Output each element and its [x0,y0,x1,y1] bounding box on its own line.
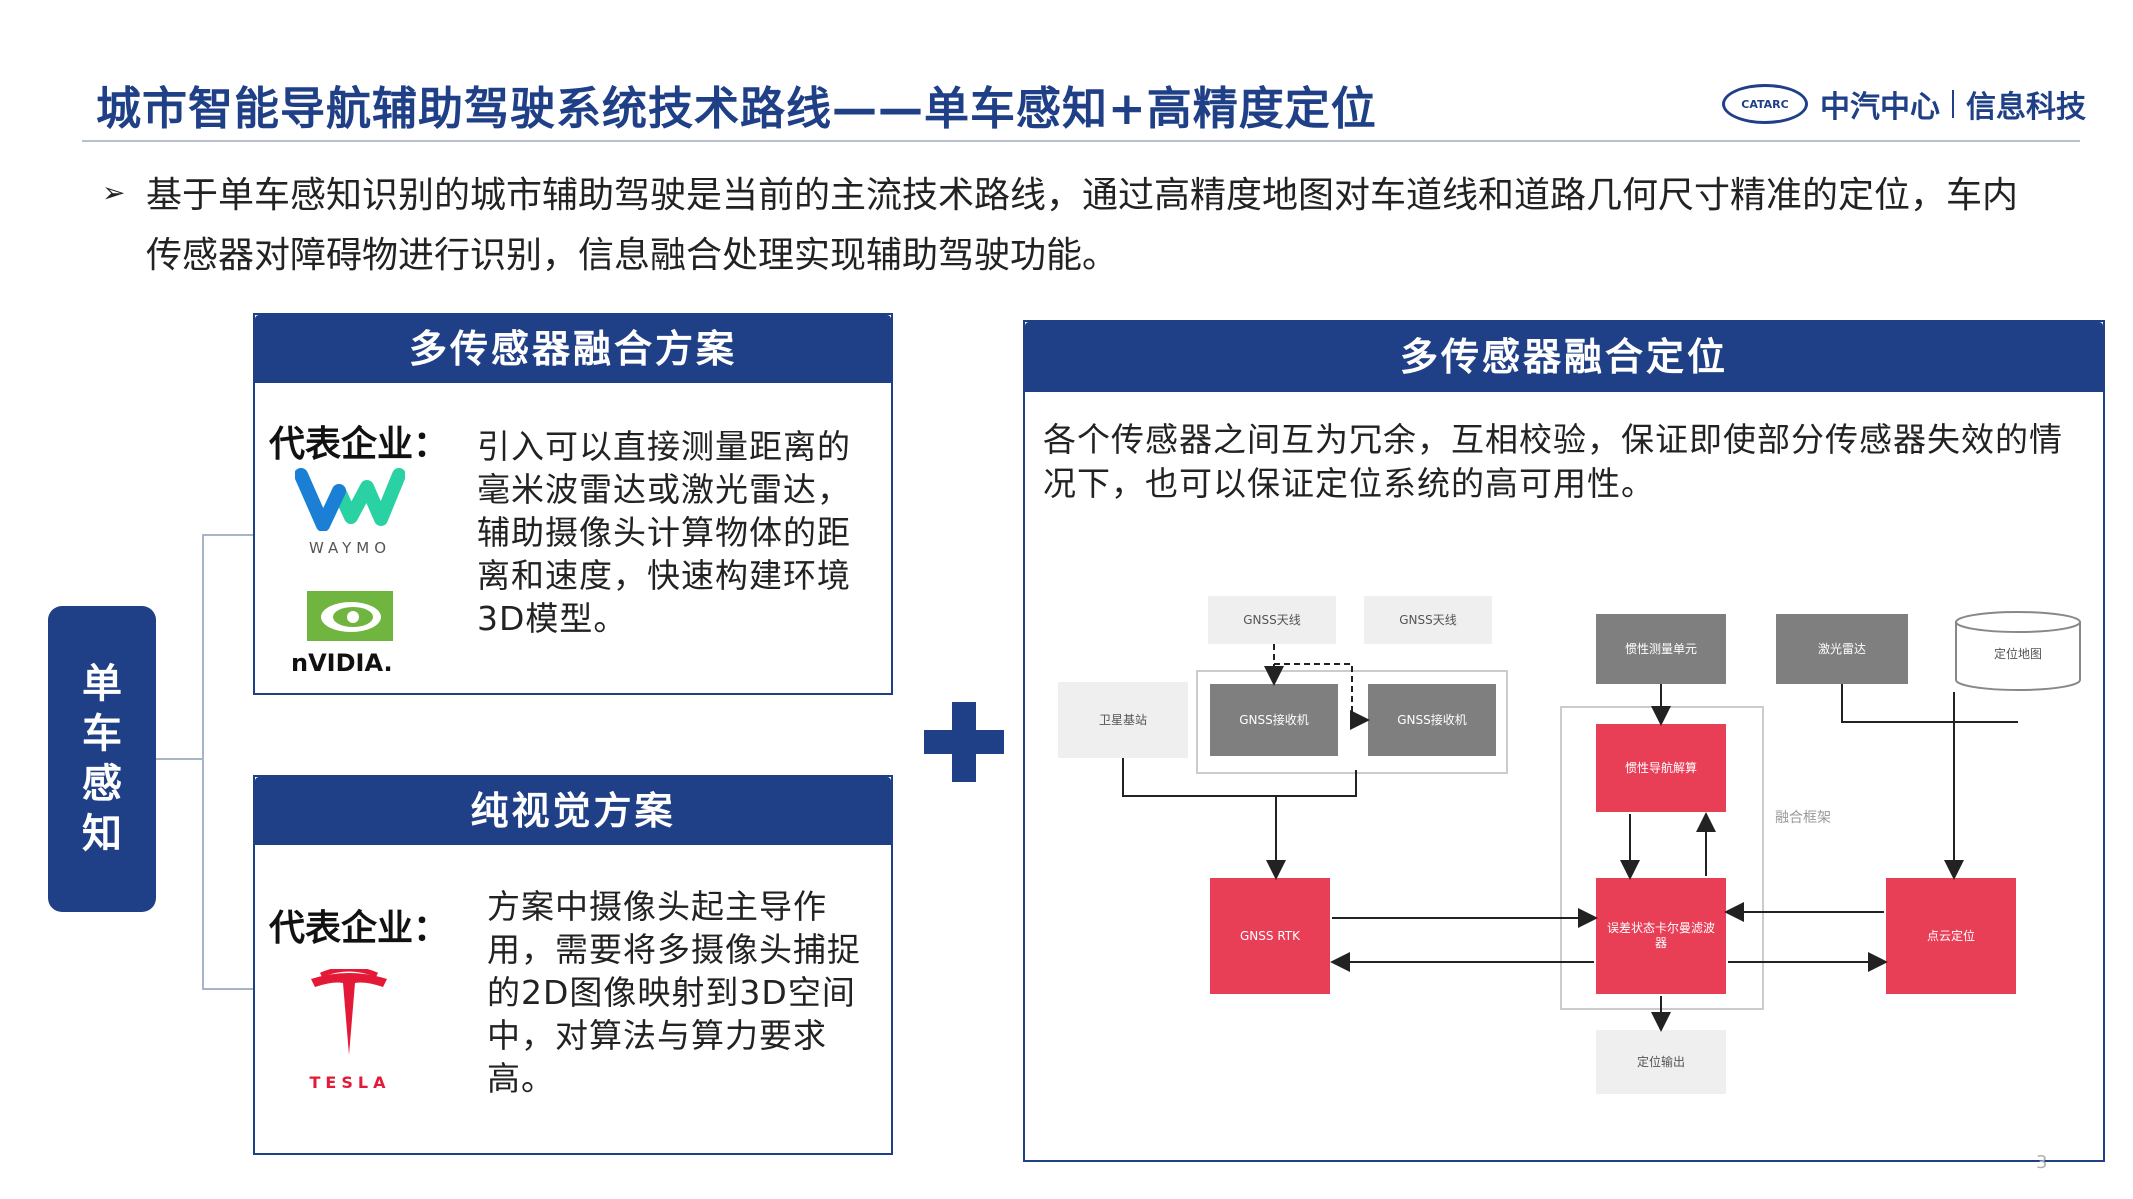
tesla-wordmark: TESLA [309,1073,391,1092]
imu-unit: 惯性测量单元 [1596,614,1726,684]
diagram-connectors [1122,644,2018,1032]
company-label: 代表企业： [269,424,450,465]
page-number: 3 [2036,1152,2048,1173]
waymo-w-icon [294,468,406,532]
catarc-logo-icon: CATARC [1722,84,1808,124]
company-label: 代表企业： [269,908,450,949]
nvidia-wordmark: nVIDIA. [291,649,393,677]
bracket-bottom [202,988,253,990]
lidar-unit: 激光雷达 [1776,614,1908,684]
nvidia-eye-icon [307,591,393,641]
logo-text-left: 中汽中心 [1820,90,1940,125]
fusion-frame-label: 融合框架 [1775,809,1831,826]
panel-title: 多传感器融合定位 [1025,322,2103,392]
side-label-char: 单 [82,661,122,707]
nvidia-logo: nVIDIA. [291,591,411,677]
title-divider [82,140,2080,142]
side-label-char: 车 [82,711,122,757]
gnss-receiver-1: GNSS接收机 [1210,684,1338,756]
panel-description: 引入可以直接测量距离的毫米波雷达或激光雷达，辅助摄像头计算物体的距离和速度，快速… [477,427,851,638]
tesla-logo: TESLA [295,966,405,1099]
logo-separator [1952,90,1954,118]
waymo-wordmark: WAYMO [308,539,392,557]
bracket-top [202,534,253,536]
multi-sensor-panel: 多传感器融合方案 代表企业： WAYMO nVIDIA. 引入可以直接测量距离的… [253,313,893,695]
kalman-filter-box: 误差状态卡尔曼滤波器 [1596,878,1726,994]
panel-title: 纯视觉方案 [255,777,891,845]
side-label: 单 车 感 知 [48,606,156,912]
output-box: 定位输出 [1596,1030,1726,1094]
side-label-char: 感 [82,761,122,807]
page-title: 城市智能导航辅助驾驶系统技术路线——单车感知+高精度定位 [96,82,1377,135]
bracket-horizontal [156,758,204,760]
pure-vision-panel: 纯视觉方案 代表企业： TESLA 方案中摄像头起主导作用，需要将多摄像头捕捉的… [253,775,893,1155]
bracket-vertical [202,534,204,990]
gnss-rtk-box: GNSS RTK [1210,878,1330,994]
satellite-station: 卫星基站 [1058,682,1188,758]
map-label: 定位地图 [1993,646,2042,661]
gnss-antenna-1: GNSS天线 [1208,596,1336,644]
bullet-arrow-icon: ➢ [102,176,126,209]
panel-description: 各个传感器之间互为冗余，互相校验，保证即使部分传感器失效的情况下，也可以保证定位… [1043,420,2063,503]
plus-icon [924,702,1004,782]
inertial-nav-box: 惯性导航解算 [1596,724,1726,812]
map-database-icon [1955,611,2081,691]
fusion-positioning-panel: 多传感器融合定位 [1023,320,2105,1162]
intro-text: 基于单车感知识别的城市辅助驾驶是当前的主流技术路线，通过高精度地图对车道线和道路… [146,175,2019,276]
side-label-char: 知 [82,811,122,857]
gnss-antenna-2: GNSS天线 [1364,596,1492,644]
waymo-logo: WAYMO [294,467,406,557]
gnss-receiver-2: GNSS接收机 [1368,684,1496,756]
tesla-t-icon [311,966,387,1055]
panel-description: 方案中摄像头起主导作用，需要将多摄像头捕捉的2D图像映射到3D空间中，对算法与算… [487,887,861,1098]
logo-text-right: 信息科技 [1966,90,2086,125]
panel-title: 多传感器融合方案 [255,315,891,383]
brand-logo: CATARC 中汽中心 信息科技 [1722,82,2086,126]
point-cloud-box: 点云定位 [1886,878,2016,994]
